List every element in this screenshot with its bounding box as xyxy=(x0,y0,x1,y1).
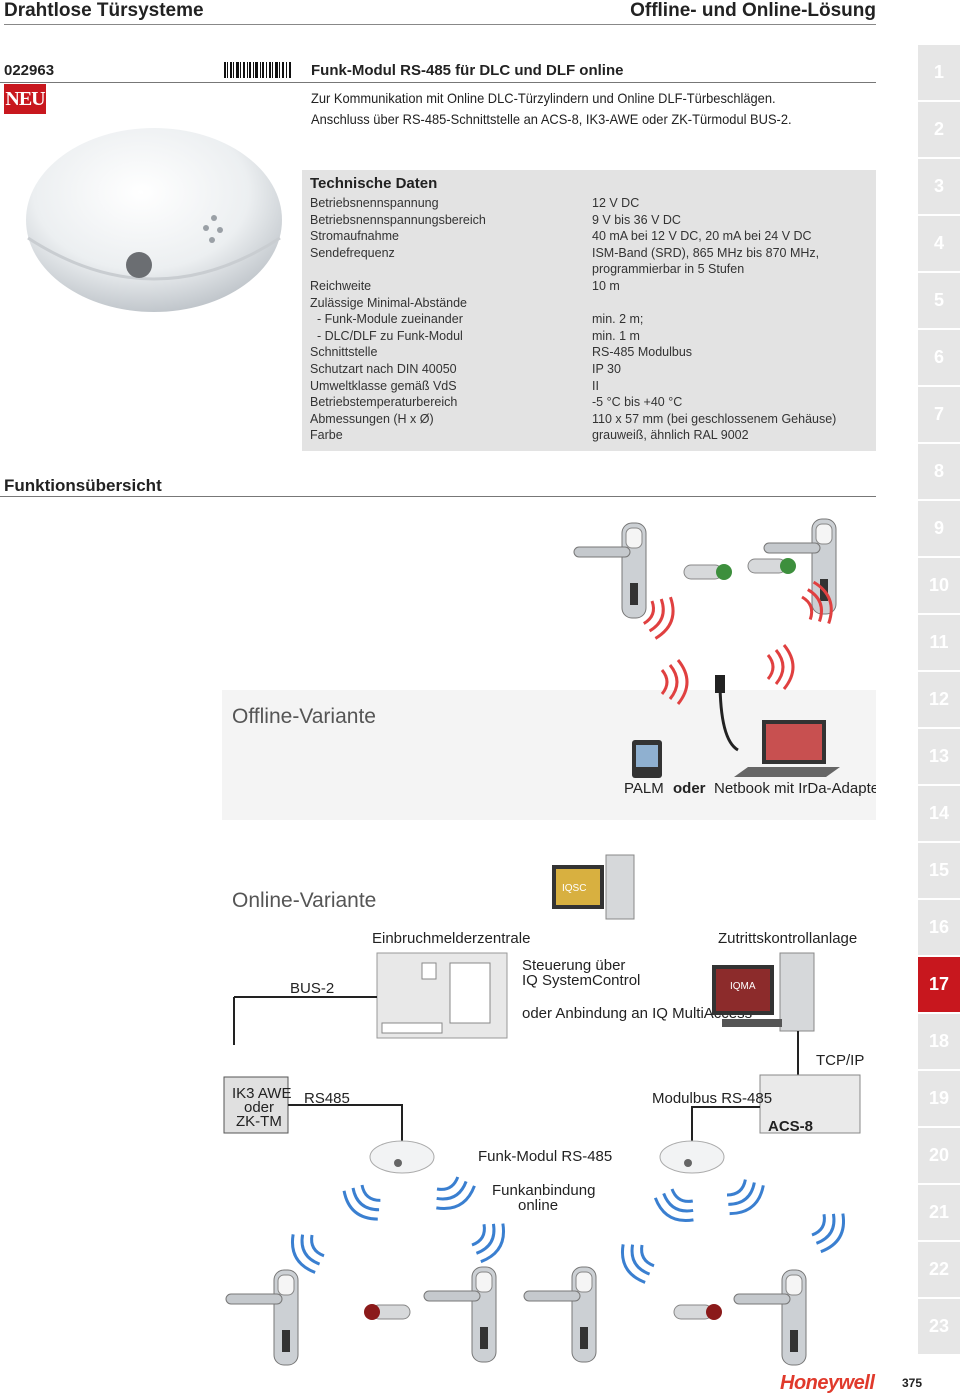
chapter-tab[interactable]: 12 xyxy=(918,672,960,727)
chapter-tab[interactable]: 6 xyxy=(918,330,960,385)
chapter-tab[interactable]: 15 xyxy=(918,843,960,898)
brand-logo: Honeywell xyxy=(780,1372,875,1394)
tech-value: II xyxy=(592,378,599,393)
tech-label: Sendefrequenz xyxy=(310,245,395,260)
chapter-tab[interactable]: 9 xyxy=(918,501,960,556)
section-title: Funktionsübersicht xyxy=(4,476,162,495)
chapter-tab[interactable]: 19 xyxy=(918,1071,960,1126)
tech-value xyxy=(592,295,872,312)
tech-label: Schutzart nach DIN 40050 xyxy=(310,361,457,376)
tcpip-label: TCP/IP xyxy=(816,1052,864,1069)
zutritt-label: Zutrittskontrollanlage xyxy=(718,930,857,947)
section-divider xyxy=(0,496,876,497)
tech-value: -5 °C bis +40 °C xyxy=(592,395,683,410)
steuerung-label-2: IQ SystemControl xyxy=(522,972,640,989)
tech-value: grauweiß, ähnlich RAL 9002 xyxy=(592,428,749,443)
chapter-tab[interactable]: 11 xyxy=(918,615,960,670)
chapter-tab[interactable]: 7 xyxy=(918,387,960,442)
tech-value: RS-485 Modulbus xyxy=(592,345,693,360)
palm-label: PALM xyxy=(624,780,664,797)
chapter-tab-active[interactable]: 17 xyxy=(918,957,960,1012)
chapter-tab[interactable]: 1 xyxy=(918,45,960,100)
ik3-label-1: IK3 AWE xyxy=(232,1085,291,1102)
tech-value: 12 V DC xyxy=(592,196,640,210)
anbindung-label: oder Anbindung an IQ MultiAccess xyxy=(522,1005,752,1022)
tech-label: Betriebsnennspannung xyxy=(310,196,439,210)
acs8-label: ACS-8 xyxy=(768,1118,813,1135)
article-number: 022963 xyxy=(4,62,55,79)
online-title: Online-Variante xyxy=(232,889,376,912)
rs485-label: RS485 xyxy=(304,1090,350,1107)
chapter-tab[interactable]: 23 xyxy=(918,1299,960,1354)
netbook-label: Netbook mit IrDa-Adapter xyxy=(714,780,876,797)
chapter-tab[interactable]: 13 xyxy=(918,729,960,784)
tech-value: programmierbar in 5 Stufen xyxy=(592,262,745,277)
tech-label: Stromaufnahme xyxy=(310,229,399,244)
chapter-tabs: 1 2 3 4 5 6 7 8 9 10 11 12 13 14 15 16 1… xyxy=(918,45,960,1356)
header-divider xyxy=(4,24,876,25)
chapter-tab[interactable]: 20 xyxy=(918,1128,960,1183)
iqsc-label: IQSC xyxy=(562,883,586,894)
tech-label xyxy=(310,261,590,278)
page-number: 375 xyxy=(902,1376,923,1390)
intro-line: Anschluss über RS-485-Schnittstelle an A… xyxy=(311,111,792,127)
tech-labels: Betriebsnennspannung Betriebsnennspannun… xyxy=(310,195,590,444)
product-intro: Zur Kommunikation mit Online DLC-Türzyli… xyxy=(311,88,792,130)
chapter-tab[interactable]: 3 xyxy=(918,159,960,214)
tech-label: - DLC/DLF zu Funk-Modul xyxy=(310,328,463,343)
chapter-tab[interactable]: 16 xyxy=(918,900,960,955)
steuerung-label-1: Steuerung über xyxy=(522,957,625,974)
ik3-label-2: oder xyxy=(244,1099,274,1116)
tech-values: 12 V DC 9 V bis 36 V DC 40 mA bei 12 V D… xyxy=(592,195,872,444)
tech-value: 9 V bis 36 V DC xyxy=(592,212,681,227)
new-badge: NEU xyxy=(4,84,46,114)
tech-label: Schnittstelle xyxy=(310,345,378,360)
chapter-tab[interactable]: 10 xyxy=(918,558,960,613)
chapter-tab[interactable]: 21 xyxy=(918,1185,960,1240)
funkanbindung-label-2: online xyxy=(518,1197,558,1214)
tech-value: min. 1 m xyxy=(592,328,640,343)
function-diagram: Offline-Variante PALM oder Netbook mit I… xyxy=(222,518,876,1366)
chapter-tab[interactable]: 22 xyxy=(918,1242,960,1297)
tech-label: Betriebstemperaturbereich xyxy=(310,395,458,410)
product-name: Funk-Modul RS-485 für DLC und DLF online xyxy=(311,62,624,79)
funkmodul-label: Funk-Modul RS-485 xyxy=(478,1148,612,1165)
tech-label: - Funk-Module zueinander xyxy=(310,312,463,327)
chapter-tab[interactable]: 4 xyxy=(918,216,960,271)
offline-title: Offline-Variante xyxy=(232,705,376,728)
radio-module-image xyxy=(26,128,282,312)
ik3-label-3: ZK-TM xyxy=(236,1113,282,1130)
bus2-label: BUS-2 xyxy=(290,980,334,997)
tech-value: min. 2 m; xyxy=(592,312,644,327)
modulbus-label: Modulbus RS-485 xyxy=(652,1090,772,1107)
chapter-tab[interactable]: 2 xyxy=(918,102,960,157)
chapter-tab[interactable]: 8 xyxy=(918,444,960,499)
tech-label: Abmessungen (H x Ø) xyxy=(310,411,434,426)
intro-line: Zur Kommunikation mit Online DLC-Türzyli… xyxy=(311,90,776,106)
iqma-label: IQMA xyxy=(730,981,756,992)
oder-label: oder xyxy=(673,780,706,797)
funkanbindung-label-1: Funkanbindung xyxy=(492,1182,595,1199)
tech-label: Farbe xyxy=(310,428,343,443)
page-header-left: Drahtlose Türsysteme xyxy=(4,0,204,21)
tech-data-title: Technische Daten xyxy=(310,175,438,192)
product-divider xyxy=(0,82,876,83)
tech-label: Betriebsnennspannungsbereich xyxy=(310,212,486,227)
page-header-right: Offline- und Online-Lösung xyxy=(630,0,876,21)
tech-value: ISM-Band (SRD), 865 MHz bis 870 MHz, xyxy=(592,245,820,260)
chapter-tab[interactable]: 14 xyxy=(918,786,960,841)
barcode-icon xyxy=(224,62,291,78)
chapter-tab[interactable]: 5 xyxy=(918,273,960,328)
tech-data-panel xyxy=(302,170,876,451)
tech-label: Reichweite xyxy=(310,278,372,293)
tech-label: Umweltklasse gemäß VdS xyxy=(310,378,457,393)
chapter-tab[interactable]: 18 xyxy=(918,1014,960,1069)
tech-value: IP 30 xyxy=(592,361,621,376)
tech-value: 110 x 57 mm (bei geschlossenem Gehäuse) xyxy=(592,411,837,426)
tech-value: 10 m xyxy=(592,278,620,293)
tech-value: 40 mA bei 12 V DC, 20 mA bei 24 V DC xyxy=(592,229,812,244)
einbruch-label: Einbruchmelderzentrale xyxy=(372,930,530,947)
tech-label: Zulässige Minimal-Abstände xyxy=(310,295,468,310)
